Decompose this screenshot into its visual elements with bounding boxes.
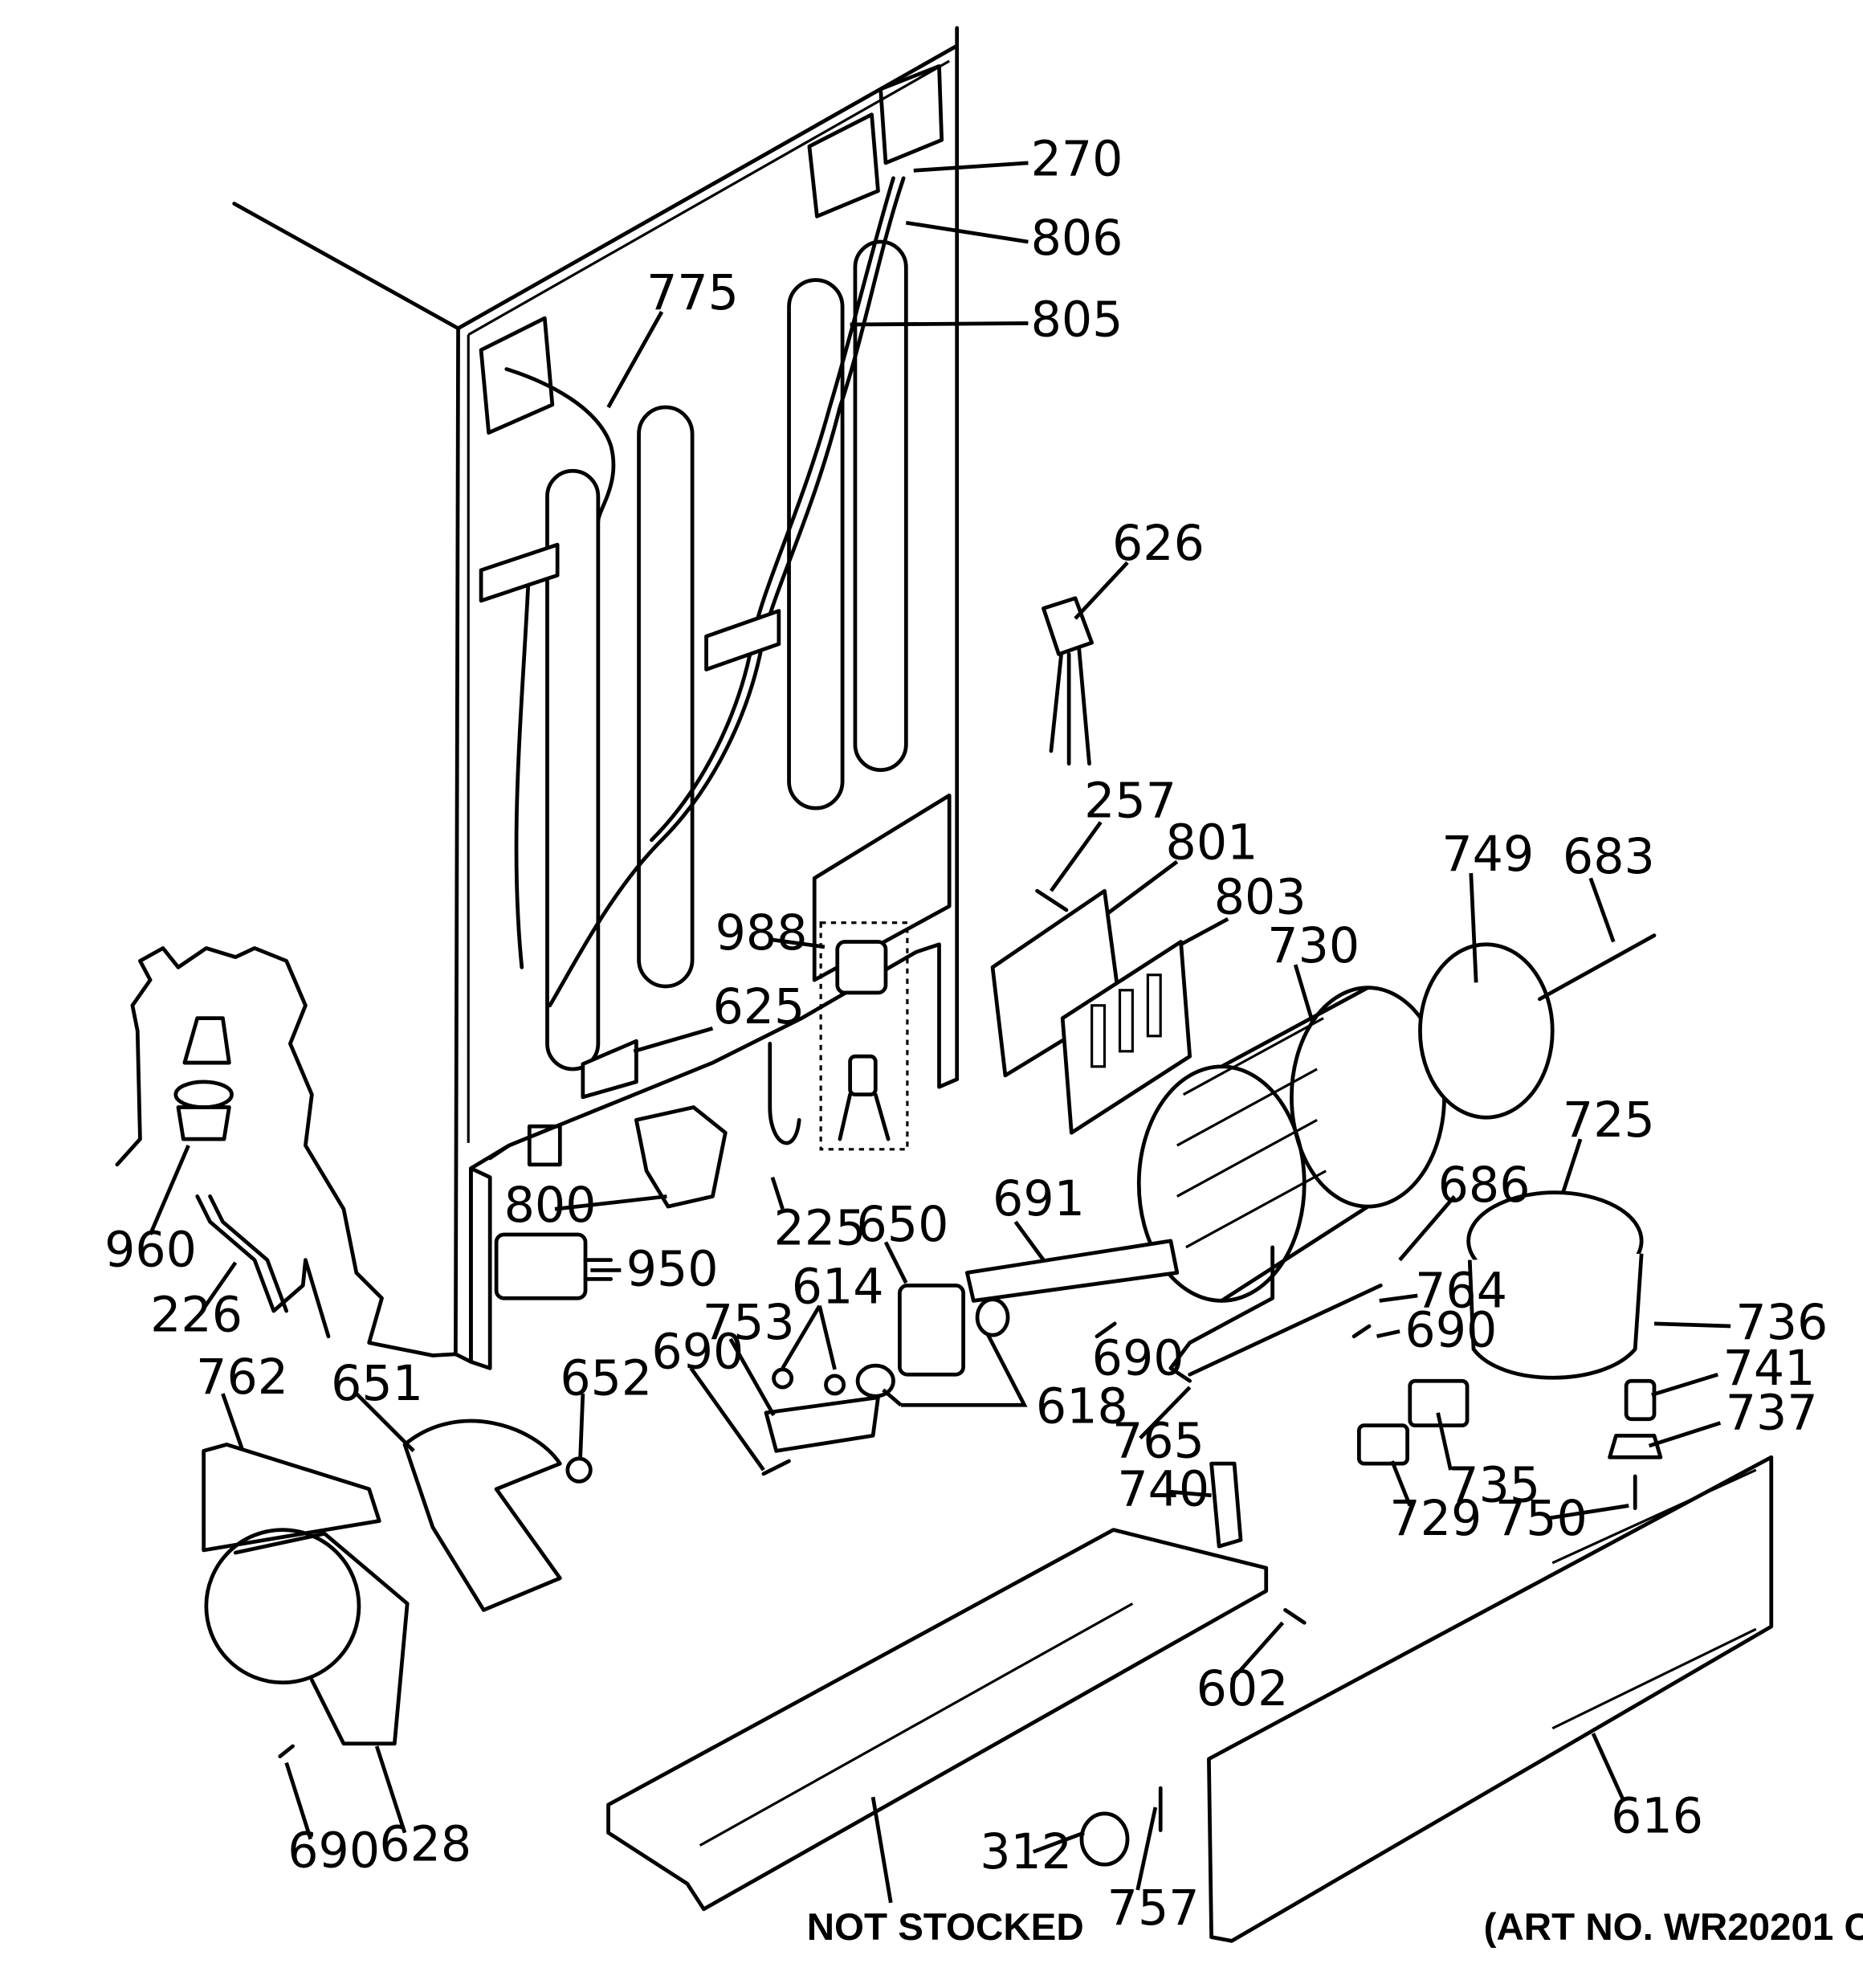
- callout-753: 753: [703, 1295, 795, 1351]
- callout-690: 690: [1092, 1330, 1184, 1386]
- callout-775: 775: [646, 265, 739, 321]
- callout-691: 691: [993, 1171, 1085, 1227]
- callout-683: 683: [1563, 829, 1655, 885]
- callout-616: 616: [1611, 1789, 1703, 1845]
- callout-750: 750: [1495, 1491, 1588, 1547]
- callout-628: 628: [379, 1817, 471, 1873]
- art-number-note: (ART NO. WR20201 C5): [1484, 1906, 1863, 1949]
- callout-764: 764: [1415, 1263, 1507, 1319]
- callout-650: 650: [857, 1197, 949, 1253]
- callout-614: 614: [792, 1259, 884, 1316]
- callout-257: 257: [1084, 773, 1176, 829]
- part-illustrations: [173, 596, 1774, 1943]
- dashed-kit-box: [819, 921, 909, 1151]
- callout-950: 950: [626, 1241, 719, 1297]
- callout-806: 806: [1031, 210, 1123, 267]
- callout-690: 690: [651, 1324, 744, 1380]
- callout-652: 652: [560, 1351, 652, 1407]
- callout-618: 618: [1036, 1378, 1128, 1435]
- callout-762: 762: [196, 1349, 288, 1406]
- callout-737: 737: [1726, 1385, 1818, 1441]
- callout-226: 226: [150, 1287, 243, 1343]
- side-panel-outline: [115, 946, 458, 1357]
- callout-686: 686: [1438, 1157, 1531, 1214]
- callout-801: 801: [1166, 815, 1258, 872]
- callout-690: 690: [1404, 1302, 1497, 1358]
- callout-736: 736: [1735, 1295, 1828, 1351]
- cabinet-back-panel: [232, 26, 960, 1370]
- callout-735: 735: [1448, 1458, 1540, 1514]
- callout-729: 729: [1389, 1491, 1482, 1547]
- callout-740: 740: [1117, 1461, 1209, 1517]
- callout-312: 312: [980, 1824, 1072, 1880]
- callout-626: 626: [1112, 516, 1205, 572]
- callout-749: 749: [1441, 827, 1534, 883]
- callout-690: 690: [287, 1823, 380, 1879]
- callout-805: 805: [1031, 292, 1123, 348]
- callout-730: 730: [1267, 918, 1360, 974]
- callout-625: 625: [712, 979, 805, 1035]
- callout-765: 765: [1112, 1413, 1205, 1469]
- callout-270: 270: [1031, 132, 1123, 188]
- callout-225: 225: [774, 1201, 866, 1257]
- callout-800: 800: [504, 1178, 597, 1234]
- callout-960: 960: [104, 1223, 197, 1279]
- not-stocked-note: NOT STOCKED: [807, 1906, 1084, 1949]
- callout-803: 803: [1214, 870, 1307, 926]
- leader-lines: [148, 161, 1731, 1904]
- callout-labels: 270 806 805 775 626 257 801 749 683 803 …: [104, 132, 1863, 1949]
- callout-741: 741: [1723, 1341, 1816, 1397]
- callout-725: 725: [1563, 1092, 1655, 1149]
- callout-757: 757: [1107, 1880, 1200, 1937]
- callout-988: 988: [715, 905, 808, 961]
- callout-602: 602: [1196, 1661, 1289, 1717]
- callout-651: 651: [331, 1356, 423, 1412]
